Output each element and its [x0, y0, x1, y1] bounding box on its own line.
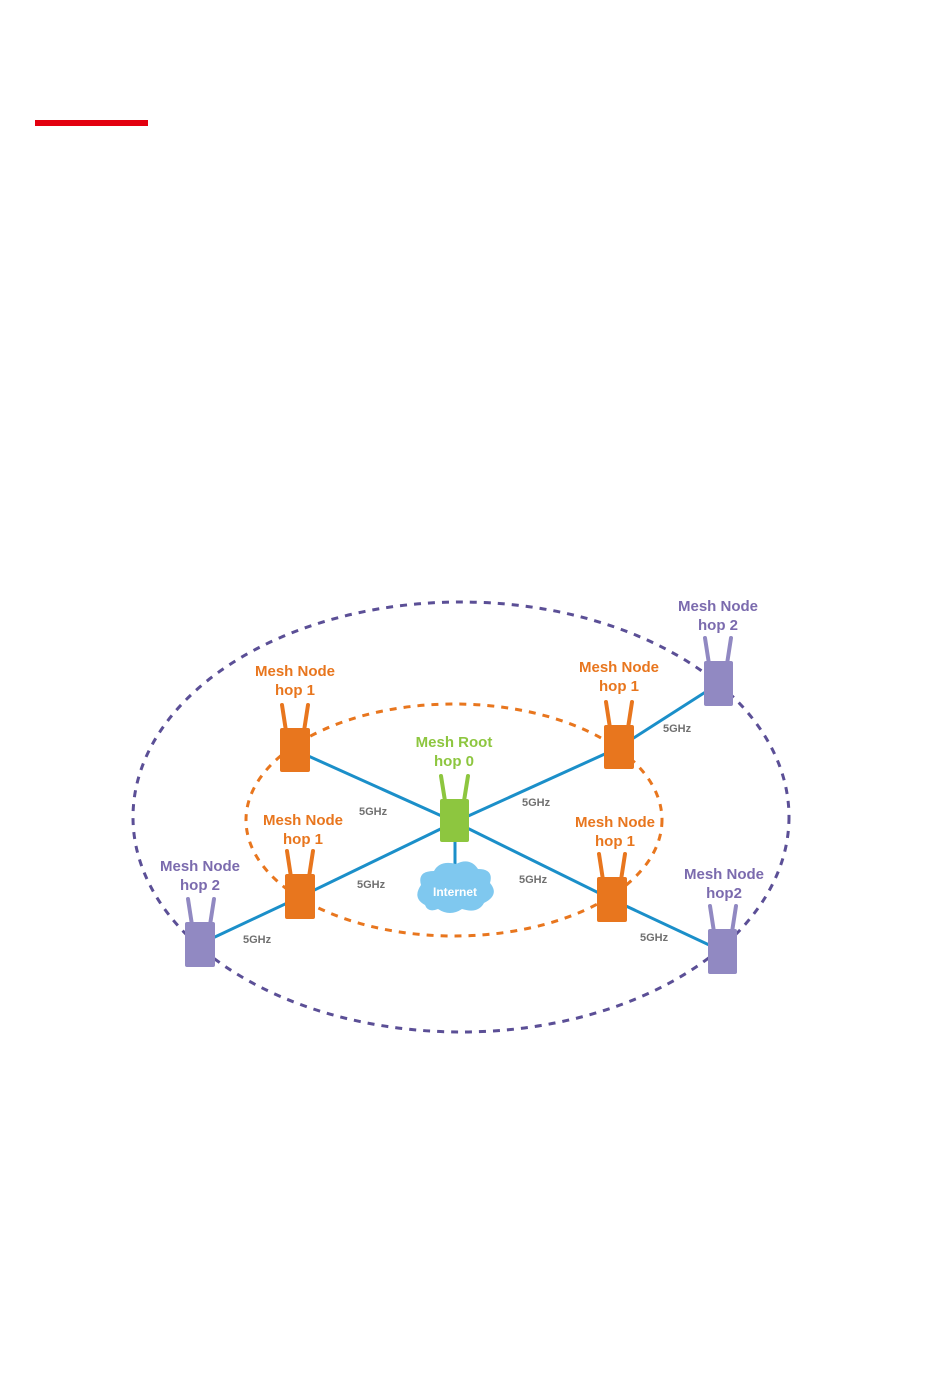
- mesh-node-hop2-bottom-right: Mesh Node hop2: [684, 866, 764, 974]
- link-label: 5GHz: [522, 797, 551, 809]
- mesh-node-title: Mesh Node: [263, 812, 343, 829]
- mesh-node-hop: hop 2: [698, 617, 738, 634]
- link-label: 5GHz: [640, 932, 669, 944]
- mesh-node-title: Mesh Node: [575, 814, 655, 831]
- link-label: 5GHz: [519, 874, 548, 886]
- mesh-node-title: Mesh Node: [160, 858, 240, 875]
- mesh-node-hop: hop 1: [283, 831, 323, 848]
- link-label: 5GHz: [663, 723, 692, 735]
- mesh-node-hop: hop 2: [180, 877, 220, 894]
- mesh-node-hop1-top-right: Mesh Node hop 1: [579, 659, 659, 769]
- mesh-root-device: Mesh Root hop 0: [416, 734, 493, 842]
- link-label: 5GHz: [243, 934, 272, 946]
- access-point-icon: [285, 851, 315, 919]
- access-point-icon: [597, 854, 627, 922]
- mesh-node-hop: hop 1: [595, 833, 635, 850]
- access-point-icon: [185, 899, 215, 967]
- mesh-node-title: Mesh Node: [678, 598, 758, 615]
- mesh-node-hop2-left: Mesh Node hop 2: [160, 858, 240, 967]
- mesh-node-hop1-top-left: Mesh Node hop 1: [255, 663, 335, 772]
- mesh-node-hop1-bottom-right: Mesh Node hop 1: [575, 814, 655, 922]
- mesh-node-hop2-top-right: Mesh Node hop 2: [678, 598, 758, 706]
- mesh-root-title: Mesh Root: [416, 734, 493, 751]
- link-label: 5GHz: [357, 879, 386, 891]
- access-point-icon: [604, 702, 634, 769]
- mesh-node-hop1-bottom-left: Mesh Node hop 1: [263, 812, 343, 919]
- access-point-icon: [708, 906, 737, 974]
- access-point-icon: [280, 705, 310, 772]
- mesh-node-title: Mesh Node: [579, 659, 659, 676]
- mesh-node-hop: hop2: [706, 885, 742, 902]
- mesh-node-hop: hop 1: [275, 682, 315, 699]
- internet-label: Internet: [433, 885, 477, 899]
- access-point-icon: [704, 638, 733, 706]
- internet-cloud-icon: Internet: [417, 861, 494, 913]
- mesh-node-hop: hop 1: [599, 678, 639, 695]
- link-label: 5GHz: [359, 806, 388, 818]
- access-point-icon: [440, 776, 469, 842]
- mesh-root-hop: hop 0: [434, 753, 474, 770]
- mesh-node-title: Mesh Node: [684, 866, 764, 883]
- link-root-hop1-top-right: [455, 748, 618, 822]
- mesh-node-title: Mesh Node: [255, 663, 335, 680]
